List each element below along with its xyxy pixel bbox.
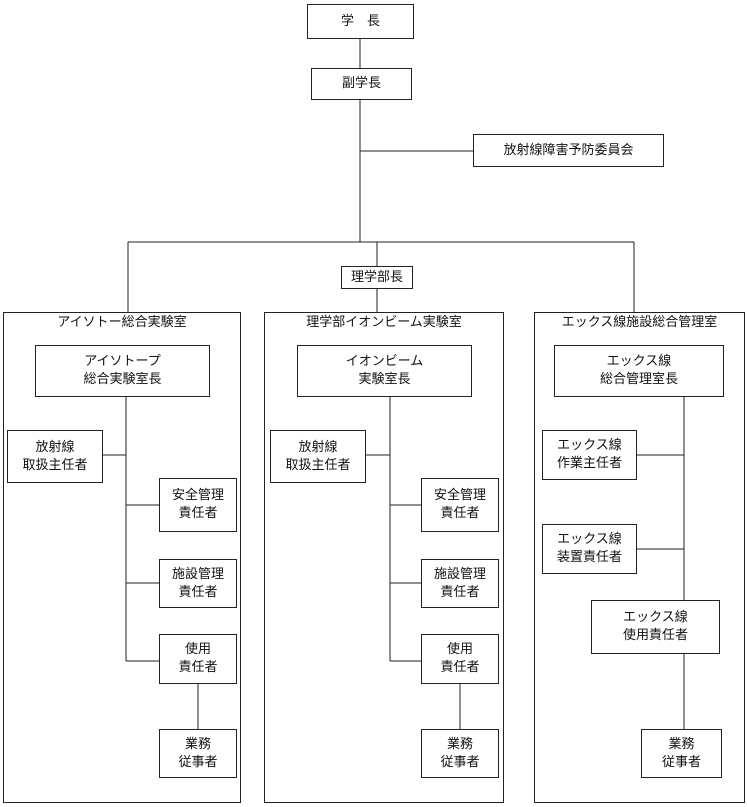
safety-manager-box: 安全管理 責任者 [421,478,499,532]
worker-box: 業務 従事者 [159,729,237,778]
ion-beam-lab-head-box: イオンビーム 実験室長 [297,345,472,397]
worker-box: 業務 従事者 [641,729,722,778]
committee-box: 放射線障害予防委員会 [473,134,664,167]
radiation-handler-box: 放射線 取扱主任者 [7,430,103,483]
section-title: アイソトー総合実験室 [57,315,187,330]
use-manager-box: 使用 責任者 [421,634,499,684]
xray-work-chief-box: エックス線 作業主任者 [542,430,637,480]
worker-box: 業務 従事者 [421,729,499,778]
use-manager-box: 使用 責任者 [159,634,237,684]
dean-box: 理学部長 [341,266,413,289]
section-frame-xray [534,312,745,803]
xray-device-manager-box: エックス線 装置責任者 [542,524,637,574]
section-frame-isotope [3,312,241,803]
vice-president-box: 副学長 [311,68,412,100]
xray-office-head-box: エックス線 総合管理室長 [554,345,724,397]
facility-manager-box: 施設管理 責任者 [159,559,237,608]
president-box: 学 長 [307,4,414,39]
section-frame-ion-beam [264,312,504,803]
isotope-lab-head-box: アイソトープ 総合実験室長 [35,345,210,397]
xray-use-manager-box: エックス線 使用責任者 [591,600,720,654]
safety-manager-box: 安全管理 責任者 [159,478,237,532]
section-title: エックス線施設総合管理室 [561,315,718,330]
facility-manager-box: 施設管理 責任者 [421,559,499,608]
radiation-handler-box: 放射線 取扱主任者 [270,430,366,483]
section-title: 理学部イオンビーム実験室 [306,315,462,330]
